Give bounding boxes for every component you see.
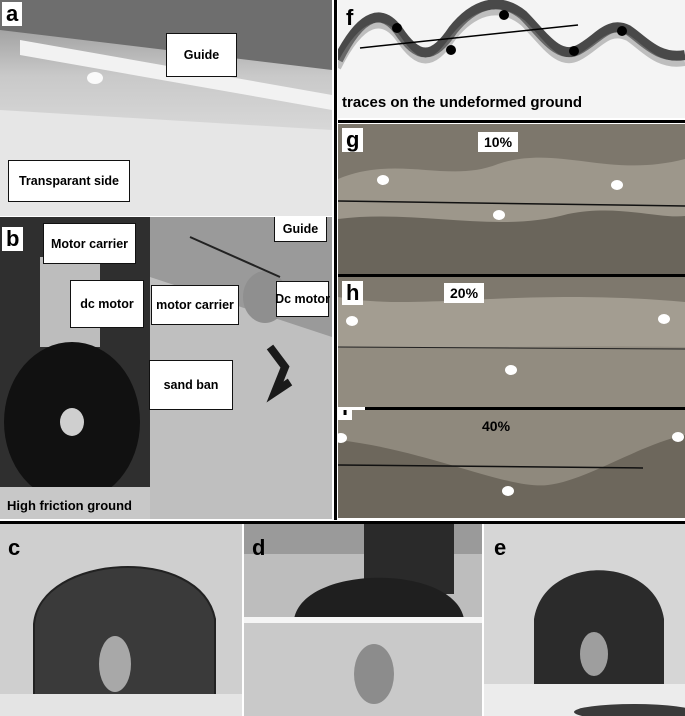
panel-b-label: b [2, 227, 24, 251]
panel-c: c [0, 524, 242, 716]
callout-dc-motor-left: dc motor [70, 280, 144, 328]
panel-h-label: h [342, 281, 364, 305]
callout-high-friction-ground: High friction ground [7, 497, 132, 513]
marker [611, 180, 623, 190]
callout-dc-motor-right: Dc motor [275, 281, 330, 317]
trace-marker [617, 26, 627, 36]
panel-i: i 40% [338, 410, 685, 518]
panel-i-label: i [338, 410, 353, 420]
panel-e-label: e [494, 535, 507, 560]
trace-marker [446, 45, 456, 55]
divider-horizontal [0, 521, 685, 524]
callout-motor-carrier-right: motor carrier [151, 285, 239, 325]
divider-f-g [338, 120, 685, 123]
panel-e: e [484, 524, 685, 716]
marker [672, 432, 684, 442]
panel-h-percent: 20% [444, 283, 485, 303]
divider-h-i [365, 407, 685, 410]
panel-d-label: d [252, 535, 266, 560]
panel-h-photo [338, 277, 685, 407]
callout-guide-right: Guide [274, 217, 327, 242]
marker [502, 486, 514, 496]
trace-marker [569, 46, 579, 56]
marker [338, 433, 347, 443]
panel-f-label: f [346, 5, 354, 30]
panel-d-photo [244, 524, 482, 716]
panel-i-photo [338, 410, 685, 518]
panel-c-photo [0, 524, 242, 716]
marker [505, 365, 517, 375]
panel-h: h 20% [338, 277, 685, 407]
panel-b: b Motor carrier dc motor Guide motor car… [0, 217, 332, 519]
panel-a-label: a [2, 2, 23, 26]
callout-guide: Guide [166, 33, 237, 77]
divider-g-h [338, 274, 685, 277]
panel-i-percent: 40% [482, 418, 511, 434]
callout-sand-ban: sand ban [149, 360, 233, 410]
panel-f-caption: traces on the undeformed ground [342, 94, 583, 111]
panel-d: d [244, 524, 482, 716]
callout-motor-carrier-left: Motor carrier [43, 223, 136, 264]
panel-g-photo [338, 124, 685, 274]
callout-transparant-side: Transparant side [8, 160, 130, 202]
trace-marker [499, 10, 509, 20]
trace-marker [392, 23, 402, 33]
marker [346, 316, 358, 326]
marker [493, 210, 505, 220]
panel-f-photo [338, 0, 685, 70]
panel-g-label: g [342, 128, 364, 152]
panel-c-label: c [8, 535, 21, 560]
panel-g-percent: 10% [478, 132, 519, 152]
divider-vertical [334, 0, 337, 520]
panel-e-photo [484, 524, 685, 716]
marker [658, 314, 670, 324]
panel-g: g 10% [338, 124, 685, 274]
panel-f: f traces on the undeformed ground [338, 0, 685, 118]
marker [377, 175, 389, 185]
panel-a: a Guide Transparant side [0, 0, 332, 216]
